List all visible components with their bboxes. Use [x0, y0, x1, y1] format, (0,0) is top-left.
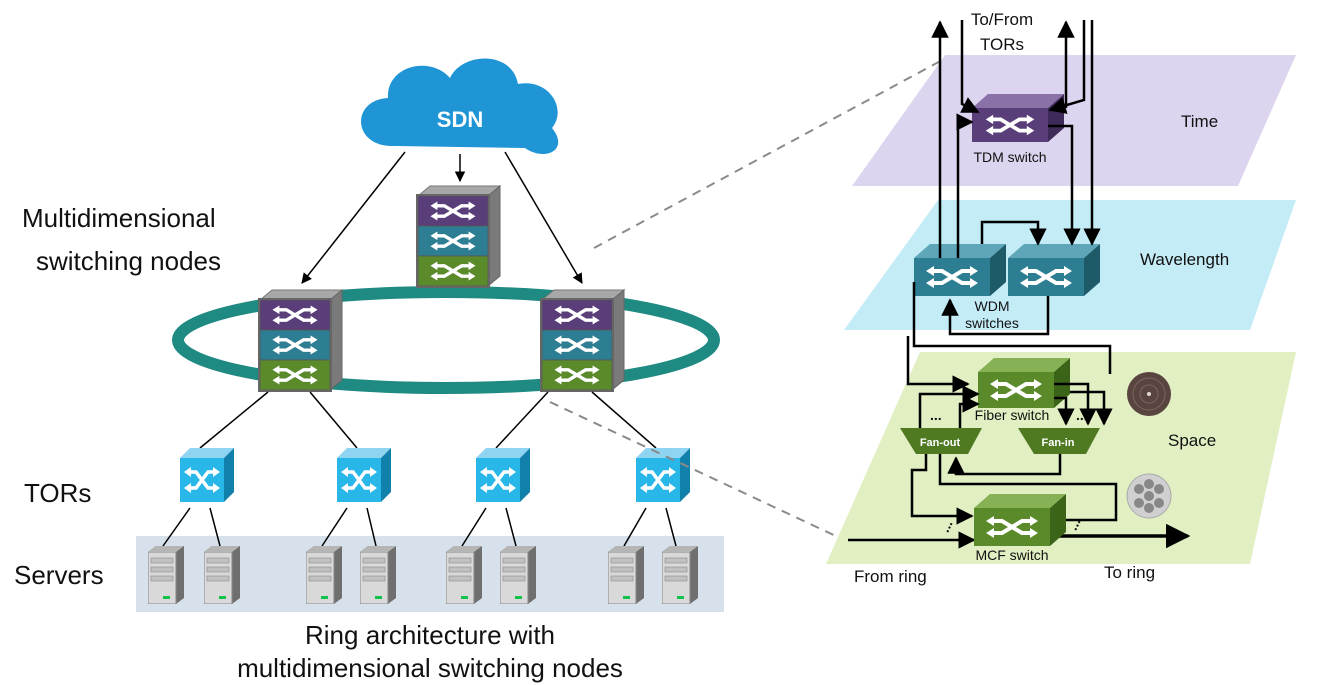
space-connection-lines — [848, 382, 1191, 549]
caption-line2: multidimensional switching nodes — [237, 653, 623, 683]
cloud-to-node-left-arrow — [301, 151, 406, 284]
server-icon — [148, 546, 184, 604]
switch-node-right — [540, 288, 626, 392]
top-label-line1: To/From — [971, 10, 1033, 29]
tor-switch — [337, 448, 391, 502]
switch-node-top — [416, 184, 502, 288]
node-tor-links — [199, 391, 657, 449]
wavelength-plane-label: Wavelength — [1140, 250, 1229, 269]
multi-core-fiber-icon — [1126, 473, 1172, 519]
server-icon — [306, 546, 342, 604]
right-panel: Time Wavelength Space To/From TORs TDM s… — [826, 10, 1296, 586]
fiber-switch-label: Fiber switch — [975, 407, 1050, 423]
single-core-fiber-icon — [1127, 372, 1171, 416]
fan-out-label: Fan-out — [920, 437, 961, 449]
wdm-label-line1: WDM — [975, 298, 1010, 314]
tor-switches — [180, 448, 690, 502]
tor-switch — [476, 448, 530, 502]
tor-connection-lines — [906, 20, 1112, 393]
left-panel: SDN Multidimensional — [14, 58, 724, 683]
tdm-switch-label: TDM switch — [973, 149, 1046, 165]
to-ring-label: To ring — [1104, 563, 1155, 582]
nodes-label-line1: Multidimensional — [22, 203, 216, 233]
tor-server-links — [162, 507, 677, 547]
dots-right: ... — [1076, 407, 1088, 423]
fan-in-label: Fan-in — [1042, 437, 1075, 449]
server-icon — [500, 546, 536, 604]
fan-out: Fan-out — [900, 428, 982, 454]
top-label-line2: TORs — [980, 35, 1024, 54]
server-icon — [204, 546, 240, 604]
dots-left: ... — [930, 407, 942, 423]
sdn-cloud: SDN — [361, 58, 559, 155]
server-icon — [662, 546, 698, 604]
caption-line1: Ring architecture with — [305, 620, 555, 650]
sdn-label: SDN — [437, 107, 483, 132]
nodes-label-line2: switching nodes — [36, 246, 221, 276]
server-icon — [446, 546, 482, 604]
fan-in: Fan-in — [1018, 428, 1100, 454]
zoom-line-top — [593, 57, 947, 249]
server-icon — [360, 546, 396, 604]
cloud-to-node-right-arrow — [504, 151, 583, 284]
mcf-switch-label: MCF switch — [975, 547, 1048, 563]
switch-node-left — [258, 288, 344, 392]
wdm-switch-right — [1008, 244, 1100, 296]
fiber-switch — [978, 358, 1070, 408]
time-plane-label: Time — [1181, 112, 1218, 131]
tdm-switch — [972, 94, 1064, 142]
tor-switch — [180, 448, 234, 502]
tors-label: TORs — [24, 478, 91, 508]
from-ring-label: From ring — [854, 567, 927, 586]
wdm-switch-left — [914, 244, 1006, 296]
time-plane — [852, 55, 1296, 186]
server-icon — [608, 546, 644, 604]
zoom-line-bottom — [549, 401, 841, 539]
mcf-switch — [974, 494, 1066, 546]
space-plane-label: Space — [1168, 431, 1216, 450]
wdm-label-line2: switches — [965, 315, 1019, 331]
ring — [172, 286, 720, 394]
servers-label: Servers — [14, 560, 104, 590]
tor-switch — [636, 448, 690, 502]
